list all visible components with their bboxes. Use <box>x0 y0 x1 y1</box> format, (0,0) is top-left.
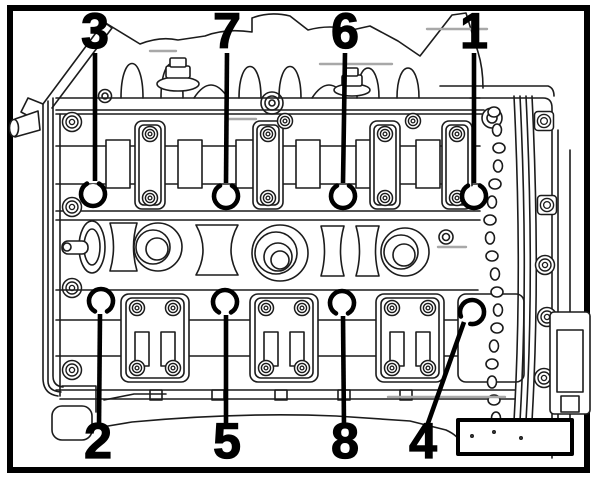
callout-8: 8 <box>327 288 360 470</box>
ring-fill <box>83 184 103 204</box>
highlight-lines <box>148 27 507 399</box>
ring-fill <box>462 302 482 322</box>
spark-plug-wells <box>61 220 454 299</box>
callout-5: 5 <box>210 287 242 470</box>
bolt-ring <box>86 286 116 314</box>
leader-line <box>340 52 348 184</box>
ring-fill <box>215 292 235 312</box>
left-end-cover <box>8 21 113 397</box>
bolt-ring <box>457 297 487 327</box>
leader-line <box>424 321 467 427</box>
callout-1: 1 <box>459 2 489 211</box>
right-side-housing <box>533 110 591 459</box>
sequence-number: 5 <box>213 413 241 469</box>
bolt-ring <box>78 181 108 209</box>
bolt-ring <box>211 183 241 211</box>
ring-fill <box>332 293 352 313</box>
ring-fill <box>216 186 236 206</box>
sequence-number: 4 <box>409 413 437 469</box>
chain-guide-rails <box>511 95 538 453</box>
callout-2: 2 <box>83 286 116 470</box>
bolt-ring <box>328 183 358 211</box>
stamp-box <box>456 418 574 456</box>
sequence-number: 8 <box>331 413 359 469</box>
sequence-number: 3 <box>81 3 109 59</box>
bolt-ring <box>210 287 240 315</box>
bolt-ring <box>459 183 489 211</box>
callout-3: 3 <box>78 2 110 209</box>
camshaft-carrier-top <box>55 111 483 397</box>
leader-line <box>96 313 103 428</box>
sequence-number: 6 <box>331 3 359 59</box>
ring-fill <box>464 186 484 206</box>
callout-4: 4 <box>408 297 487 470</box>
leader-line <box>340 315 347 428</box>
ring-fill <box>333 186 353 206</box>
sequence-number: 1 <box>460 3 488 59</box>
sequence-number: 2 <box>84 413 112 469</box>
leader-line <box>223 52 230 184</box>
sequence-number: 7 <box>213 3 241 59</box>
callout-6: 6 <box>328 2 360 211</box>
bolt-ring <box>327 288 357 316</box>
ring-fill <box>91 291 111 311</box>
callout-7: 7 <box>211 2 242 211</box>
engine-line-art <box>8 12 591 459</box>
